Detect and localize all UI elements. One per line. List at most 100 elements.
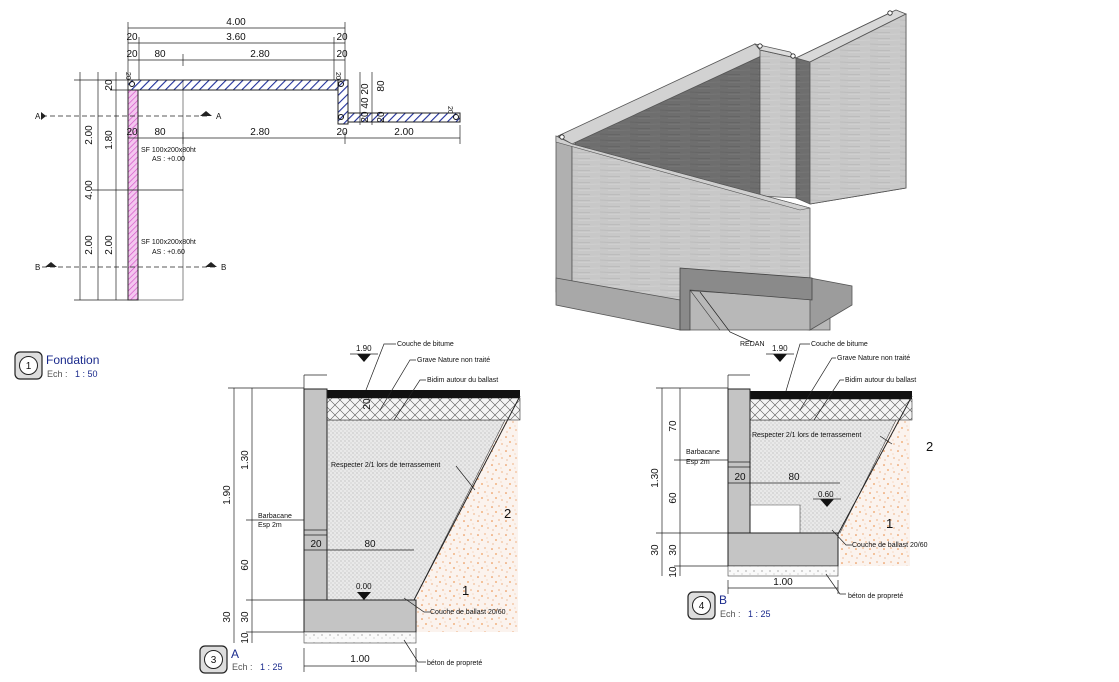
view-title: Fondation (46, 353, 99, 367)
note-bidim: Bidim autour du ballast (845, 377, 916, 384)
dim-wall-right: 20 (336, 32, 348, 43)
level-marker-top (773, 354, 787, 362)
dim-wall: 20 (310, 539, 322, 550)
corner-post (559, 134, 565, 140)
dim-left-upper: 2.00 (84, 125, 95, 145)
section-b-right-label: B (221, 263, 226, 272)
corner-post (338, 114, 344, 120)
scale-label: Ech : (232, 662, 253, 672)
scale-label: Ech : (720, 609, 741, 619)
retaining-wall (303, 388, 328, 601)
lean-concrete (303, 631, 417, 644)
footing-2-line2: AS : +0.60 (152, 249, 185, 256)
note-grave: Grave Nature non traité (417, 357, 490, 364)
view-tag-fondation[interactable]: 1 Fondation Ech : 1 : 50 (14, 351, 99, 380)
dim-fill: 80 (364, 539, 376, 550)
zone-1: 1 (886, 516, 893, 531)
note-esp: Esp 2m (258, 522, 282, 529)
dim-right-1: 20 (360, 83, 371, 95)
note-esp: Esp 2m (686, 459, 710, 466)
corner-post (757, 43, 763, 49)
dim-left-lower: 2.00 (84, 235, 95, 255)
dim-mid: 60 (668, 492, 679, 504)
bitumen-layer (750, 391, 912, 399)
note-beton: béton de propreté (427, 660, 482, 667)
wall-top (127, 79, 346, 91)
dim-seg-1: 20 (126, 49, 138, 60)
plan-top-dimensions: 4.00 20 3.60 20 20 80 2.80 20 (126, 17, 348, 80)
corner-post (790, 53, 796, 59)
corner-post (453, 114, 459, 120)
view-title: A (231, 647, 239, 661)
wall-left (127, 89, 139, 301)
retaining-wall (727, 388, 751, 534)
foundation-plan: 4.00 20 3.60 20 20 80 2.80 20 20 20 (35, 17, 461, 301)
section-b: 1.90 0.60 1.30 70 60 30 30 10 20 80 1.00… (650, 341, 933, 600)
dim-mid-3: 2.80 (250, 127, 270, 138)
view-tag-section-a[interactable]: 3 A Ech : 1 : 25 (199, 645, 283, 674)
view-tag-number: 1 (26, 361, 32, 372)
dim-fill: 80 (788, 472, 800, 483)
dim-mid-4: 20 (336, 127, 348, 138)
lean-concrete (727, 565, 839, 577)
section-line-b: B B (35, 262, 226, 272)
grave-layer (749, 398, 913, 421)
dim-wall: 20 (734, 472, 746, 483)
footing-2-line1: SF 100x200x80ht (141, 239, 196, 246)
dim-total-width: 4.00 (226, 17, 246, 28)
scale-label: Ech : (47, 369, 68, 379)
tiny-label: 20 (334, 72, 341, 80)
dim-width: 1.00 (350, 654, 370, 665)
dim-right-2: 40 (360, 97, 371, 109)
level-top: 1.90 (772, 344, 788, 353)
dim-right-4: 80 (376, 80, 387, 92)
note-barbacane: Barbacane (686, 449, 720, 456)
dim-mid: 60 (240, 559, 251, 571)
view-tag-number: 4 (699, 601, 705, 612)
zone-2: 2 (926, 439, 933, 454)
note-respect: Respecter 2/1 lors de terrassement (331, 462, 440, 469)
scale-value: 1 : 25 (748, 609, 771, 619)
scale-value: 1 : 25 (260, 662, 283, 672)
footing-outline-2 (127, 189, 184, 301)
dim-seg-3: 2.80 (250, 49, 270, 60)
bitumen-layer (327, 390, 520, 398)
level-marker-top (357, 354, 371, 362)
dim-inner-width: 3.60 (226, 32, 246, 43)
view-tag-section-b[interactable]: 4 B Ech : 1 : 25 (687, 591, 771, 620)
wall-step (337, 79, 349, 125)
dim-upper: 1.30 (240, 450, 251, 470)
footing-1-line1: SF 100x200x80ht (141, 147, 196, 154)
dim-left-c3: 2.00 (104, 235, 115, 255)
note-bidim: Bidim autour du ballast (427, 377, 498, 384)
dim-left-c2: 1.80 (104, 130, 115, 150)
view-tag-number: 3 (211, 655, 217, 666)
scale-value: 1 : 50 (75, 369, 98, 379)
zone-1: 1 (462, 583, 469, 598)
note-bitumen: Couche de bitume (397, 341, 454, 348)
section-a-right-label: A (216, 112, 222, 121)
level-mid: 0.60 (818, 490, 834, 499)
footing (303, 599, 417, 633)
note-ballast: Couche de ballast 20/60 (430, 609, 506, 616)
level-marker-bottom (357, 592, 371, 600)
dim-mid-1: 20 (126, 127, 138, 138)
dim-foot-2: 30 (240, 611, 251, 623)
dim-mid-2: 80 (154, 127, 166, 138)
dim-foot-2: 30 (668, 544, 679, 556)
wall-lower (347, 112, 461, 123)
plan-middle-dimensions: 20 80 2.80 20 2.00 (126, 125, 461, 144)
section-b-left-label: B (35, 263, 40, 272)
footing (727, 532, 839, 567)
dim-seg-4: 20 (336, 49, 348, 60)
level-top: 1.90 (356, 344, 372, 353)
level-marker-mid (820, 499, 834, 507)
dim-total-height: 1.30 (650, 468, 661, 488)
section-a-left-label: A (35, 112, 41, 121)
section-a: 1.90 0.00 1.90 1.30 60 30 30 10 20 20 80… (222, 341, 521, 672)
dim-wall-left: 20 (126, 32, 138, 43)
note-ballast: Couche de ballast 20/60 (852, 542, 928, 549)
dim-foot: 30 (650, 544, 661, 556)
dim-upper: 70 (668, 420, 679, 432)
